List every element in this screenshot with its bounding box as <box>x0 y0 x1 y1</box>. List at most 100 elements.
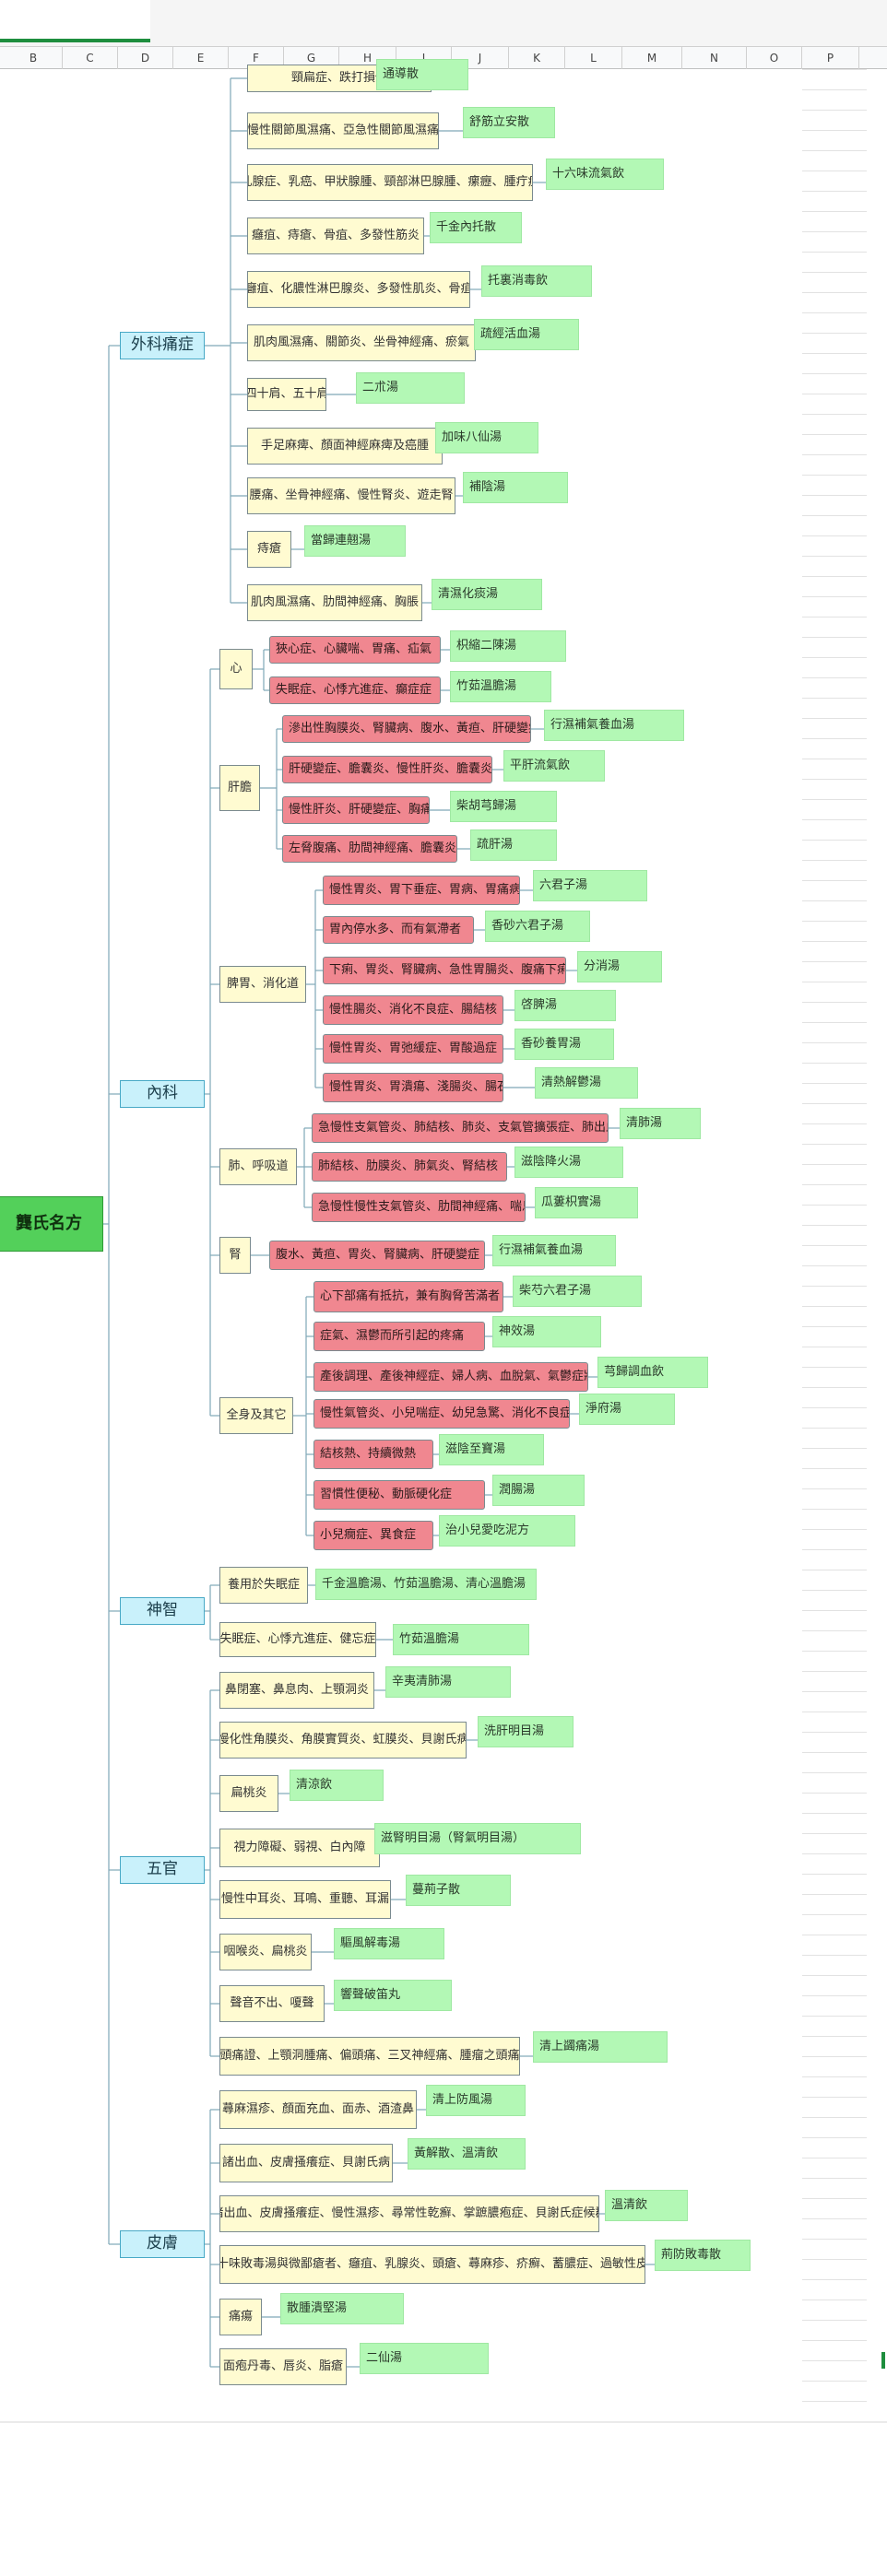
prescription-node[interactable]: 清上蠲痛湯 <box>533 2031 668 2063</box>
symptom-node[interactable]: 痔瘡 <box>247 531 291 568</box>
symptom-node[interactable]: 諸出血、皮膚搔癢症、貝謝氏病 <box>219 2144 393 2182</box>
selection-handle[interactable] <box>880 2350 887 2370</box>
prescription-node[interactable]: 疏經活血湯 <box>474 319 579 350</box>
symptom-node[interactable]: 股十味敗毒湯與微鄙瘡者、癰疽、乳腺炎、頭瘡、蕁麻疹、疥癬、蓄膿症、過敏性皮膚 <box>219 2245 645 2284</box>
prescription-node[interactable]: 柴胡芎歸湯 <box>450 791 557 822</box>
symptom-node[interactable]: 腰痛、坐骨神經痛、慢性腎炎、遊走腎 <box>247 477 455 514</box>
prescription-node[interactable]: 洗肝明目湯 <box>478 1716 574 1747</box>
prescription-node[interactable]: 滋腎明目湯（腎氣明目湯） <box>374 1823 581 1854</box>
symptom-node[interactable]: 癰疽、化膿性淋巴腺炎、多發性肌炎、骨疽 <box>247 271 470 308</box>
symptom-node[interactable]: 慢化性角膜炎、角膜實質炎、虹膜炎、貝謝氏病 <box>219 1722 467 1759</box>
symptom-node[interactable]: 慢性胃炎、胃下垂症、胃病、胃痛病 <box>323 876 520 905</box>
prescription-node[interactable]: 清肺湯 <box>620 1108 701 1139</box>
prescription-node[interactable]: 加味八仙湯 <box>435 422 538 453</box>
prescription-node[interactable]: 六君子湯 <box>533 870 647 901</box>
symptom-node[interactable]: 慢性腸炎、消化不良症、腸結核 <box>323 995 503 1025</box>
prescription-node[interactable]: 清熱解鬱湯 <box>535 1067 638 1099</box>
symptom-node[interactable]: 產後調理、產後神經症、婦人病、血脫氣、氣鬱症狀 <box>313 1362 588 1392</box>
prescription-node[interactable]: 千金溫膽湯、竹茹溫膽湯、清心溫膽湯 <box>315 1569 537 1600</box>
subgroup-node[interactable]: 腎 <box>219 1237 251 1274</box>
column-header-J[interactable]: J <box>452 47 509 69</box>
prescription-node[interactable]: 竹茹溫膽湯 <box>450 671 551 702</box>
prescription-node[interactable]: 香砂六君子湯 <box>485 911 590 942</box>
prescription-node[interactable]: 蔓荊子散 <box>406 1875 511 1906</box>
prescription-node[interactable]: 十六味流氣飲 <box>546 159 664 190</box>
symptom-node[interactable]: 習慣性便秘、動脈硬化症 <box>313 1480 485 1510</box>
prescription-node[interactable]: 托裏消毒飲 <box>481 265 592 297</box>
symptom-node[interactable]: 鼻閉塞、鼻息肉、上顎洞炎 <box>219 1672 374 1709</box>
category-node[interactable]: 五官 <box>120 1856 205 1884</box>
prescription-node[interactable]: 二朮湯 <box>356 372 465 404</box>
prescription-node[interactable]: 疏肝湯 <box>470 829 557 861</box>
symptom-node[interactable]: 慢性胃炎、胃弛緩症、胃酸過症 <box>323 1034 503 1064</box>
prescription-node[interactable]: 荊防敗毒散 <box>655 2240 751 2271</box>
root-node[interactable]: 龔氏名方 <box>0 1196 103 1252</box>
prescription-node[interactable]: 枳縮二陳湯 <box>450 630 566 662</box>
subgroup-node[interactable]: 脾胃、消化道 <box>219 966 306 1003</box>
symptom-node[interactable]: 腹水、黃疸、胃炎、腎臟病、肝硬變症 <box>269 1241 485 1270</box>
prescription-node[interactable]: 辛夷清肺湯 <box>385 1666 511 1698</box>
category-node[interactable]: 皮膚 <box>120 2230 205 2258</box>
prescription-node[interactable]: 神效湯 <box>492 1316 601 1347</box>
symptom-node[interactable]: 胃內停水多、而有氣滯者 <box>323 916 474 944</box>
column-header-E[interactable]: E <box>173 47 229 69</box>
column-header-P[interactable]: P <box>802 47 859 69</box>
active-sheet-tab[interactable] <box>0 0 150 42</box>
symptom-node[interactable]: 下痢、胃炎、腎臟病、急性胃腸炎、腹痛下痢 <box>323 957 566 984</box>
symptom-node[interactable]: 慢性肝炎、肝硬變症、胸痛 <box>282 796 430 824</box>
prescription-node[interactable]: 芎歸調血飲 <box>597 1357 708 1388</box>
column-header-F[interactable]: F <box>229 47 284 69</box>
symptom-node[interactable]: 心下部痛有抵抗，兼有胸脅苦滿者 <box>313 1281 503 1312</box>
prescription-node[interactable]: 平肝流氣飲 <box>503 750 605 782</box>
column-header-K[interactable]: K <box>509 47 565 69</box>
prescription-node[interactable]: 行濕補氣養血湯 <box>492 1235 616 1266</box>
symptom-node[interactable]: 視力障礙、弱視、白內障 <box>219 1829 380 1867</box>
symptom-node[interactable]: 肺結核、肋膜炎、肺氣炎、腎結核 <box>312 1152 507 1182</box>
prescription-node[interactable]: 清上防風湯 <box>426 2085 526 2116</box>
prescription-node[interactable]: 淨府湯 <box>579 1394 675 1425</box>
symptom-node[interactable]: 肌肉風濕痛、肋間神經痛、胸脹 <box>247 584 422 621</box>
prescription-node[interactable]: 驅風解毒湯 <box>334 1928 444 1959</box>
column-header-C[interactable]: C <box>63 47 118 69</box>
symptom-node[interactable]: 狹心症、心臟喘、胃痛、疝氣 <box>269 636 441 664</box>
subgroup-node[interactable]: 養用於失眠症 <box>219 1567 308 1604</box>
prescription-node[interactable]: 竹茹溫膽湯 <box>393 1624 529 1655</box>
symptom-node[interactable]: 肌肉風濕痛、關節炎、坐骨神經痛、瘀氣 <box>247 324 476 361</box>
prescription-node[interactable]: 通導散 <box>376 59 468 90</box>
column-header-D[interactable]: D <box>118 47 173 69</box>
symptom-node[interactable]: 失眠症、心悸亢進症、癲症症 <box>269 676 441 704</box>
column-header-H[interactable]: H <box>339 47 396 69</box>
subgroup-node[interactable]: 失眠症、心悸亢進症、健忘症 <box>219 1622 376 1657</box>
symptom-node[interactable]: 頭痛證、上顎洞腫痛、偏頭痛、三叉神經痛、腫瘤之頭痛 <box>219 2037 520 2076</box>
symptom-node[interactable]: 急慢性慢性支氣管炎、肋間神經痛、喘息 <box>312 1193 526 1222</box>
symptom-node[interactable]: 聲音不出、嗄聲 <box>219 1985 325 2022</box>
subgroup-node[interactable]: 全身及其它 <box>219 1397 293 1434</box>
symptom-node[interactable]: 咽喉炎、扁桃炎 <box>219 1934 312 1970</box>
prescription-node[interactable]: 分消湯 <box>577 951 662 982</box>
prescription-node[interactable]: 舒筋立安散 <box>463 107 555 138</box>
symptom-node[interactable]: 手足麻痺、顏面神經麻痺及癌腫 <box>247 428 443 465</box>
prescription-node[interactable]: 當歸連翹湯 <box>304 525 406 557</box>
prescription-node[interactable]: 柴芍六君子湯 <box>513 1276 642 1307</box>
column-header-M[interactable]: M <box>622 47 682 69</box>
symptom-node[interactable]: 四十肩、五十肩 <box>247 378 326 411</box>
symptom-node[interactable]: 症氣、濕鬱而所引起的疼痛 <box>313 1322 485 1351</box>
symptom-node[interactable]: 慢性中耳炎、耳鳴、重聽、耳漏 <box>219 1880 391 1919</box>
symptom-node[interactable]: 乳腺症、乳癌、甲狀腺腫、頸部淋巴腺腫、瘰癧、腫疔症 <box>247 164 533 201</box>
prescription-node[interactable]: 瓜蔞枳實湯 <box>535 1187 638 1218</box>
prescription-node[interactable]: 千金內托散 <box>430 212 522 243</box>
prescription-node[interactable]: 黃解散、溫清飲 <box>408 2138 526 2170</box>
prescription-node[interactable]: 溫清飲 <box>605 2190 688 2221</box>
category-node[interactable]: 外科痛症 <box>120 332 205 359</box>
symptom-node[interactable]: 結核熱、持續微熱 <box>313 1440 433 1469</box>
category-node[interactable]: 內科 <box>120 1080 205 1108</box>
prescription-node[interactable]: 二仙湯 <box>360 2343 489 2374</box>
subgroup-node[interactable]: 肝膽 <box>219 765 260 811</box>
symptom-node[interactable]: 慢性胃炎、胃潰瘍、淺腸炎、腸石症 <box>323 1073 503 1102</box>
prescription-node[interactable]: 治小兒愛吃泥方 <box>439 1515 575 1547</box>
symptom-node[interactable]: 慢性關節風濕痛、亞急性關節風濕痛 <box>247 112 439 149</box>
column-header-O[interactable]: O <box>747 47 802 69</box>
symptom-node[interactable]: 癰疽、痔瘡、骨疽、多發性筋炎 <box>247 218 424 254</box>
prescription-node[interactable]: 滋陰降火湯 <box>514 1147 623 1178</box>
symptom-node[interactable]: 小兒癇症、異食症 <box>313 1521 433 1550</box>
